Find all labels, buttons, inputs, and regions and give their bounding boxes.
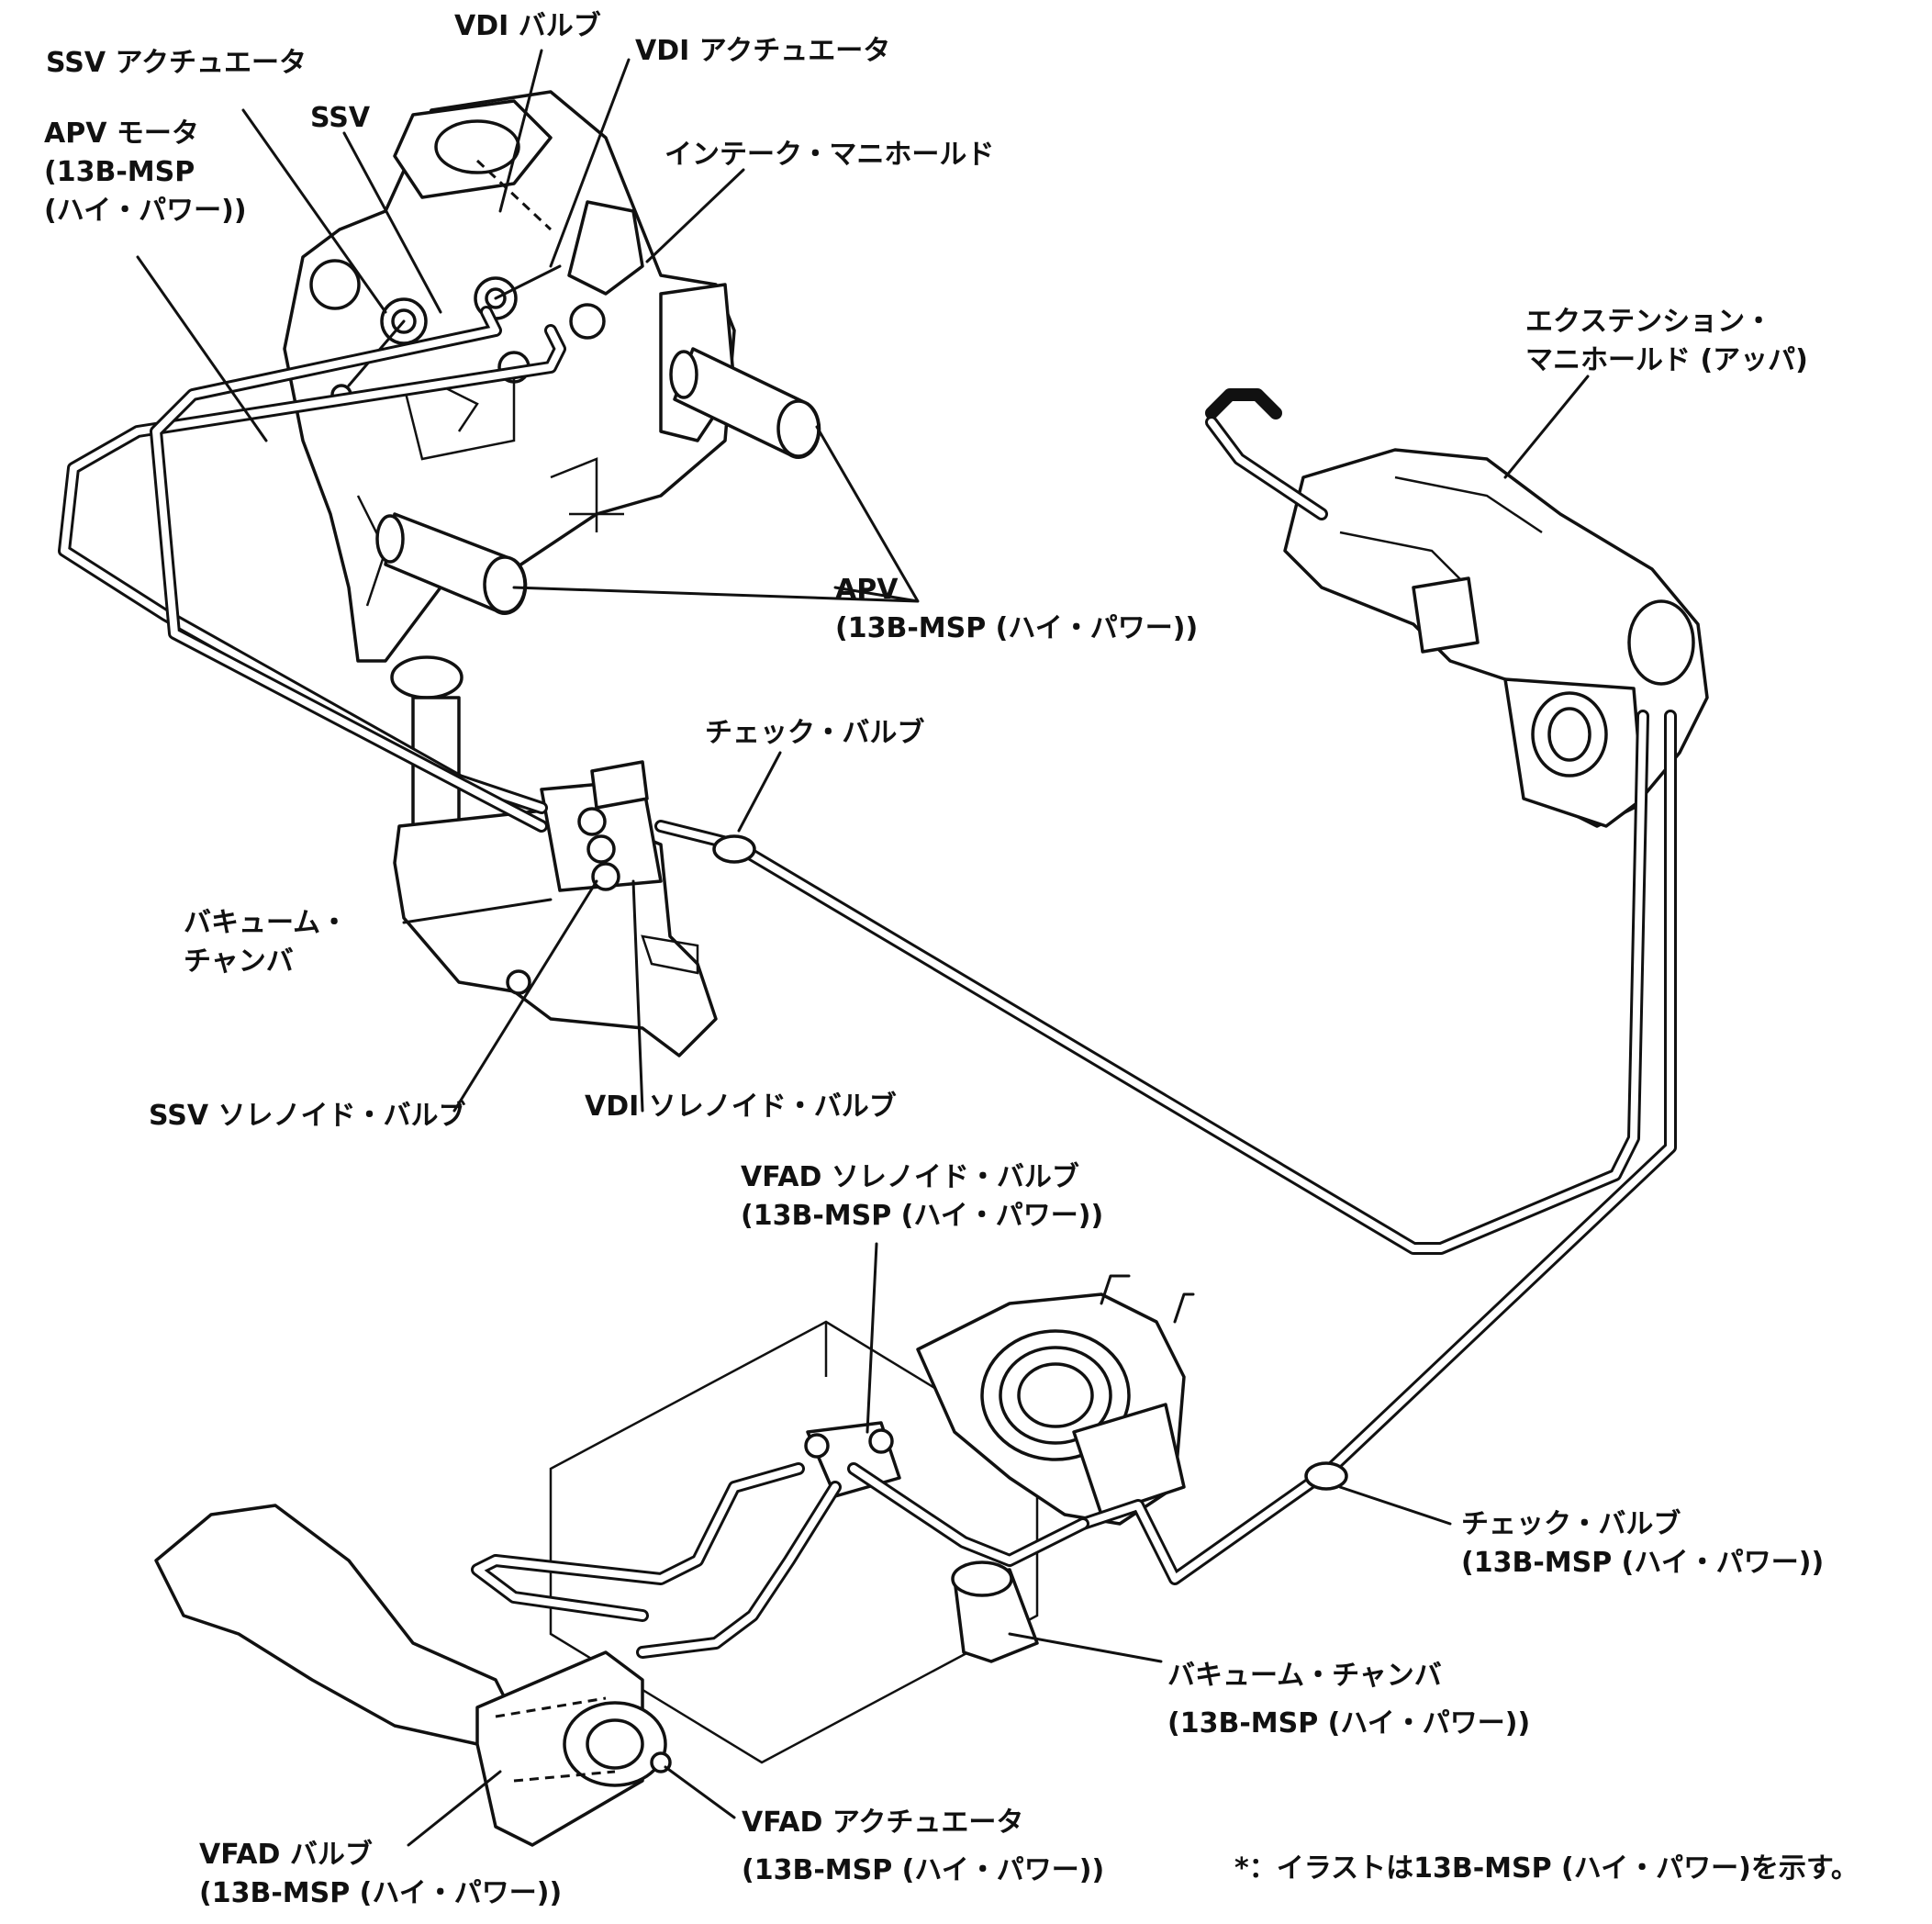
- label-extension-manifold: エクステンション・ マニホールド (アッパ): [1525, 303, 1808, 380]
- label-ssv: SSV: [310, 102, 371, 134]
- illustration-note: *：イラストは13B-MSP (ハイ・パワー)を示す。: [1234, 1852, 1859, 1885]
- intake-manifold-drawing: [283, 90, 821, 663]
- label-vfad-actuator-line2: (13B-MSP (ハイ・パワー)): [742, 1854, 1105, 1886]
- label-vacuum-chamber-lower-line1: バキューム・チャンバ: [1167, 1660, 1442, 1692]
- label-extension-manifold-line1: エクステンション・: [1525, 306, 1773, 338]
- label-vacuum-chamber-upper-line2: チャンバ: [184, 945, 294, 978]
- label-vfad-actuator-line1: VFAD アクチュエータ: [742, 1807, 1024, 1839]
- label-apv-motor-line3: (ハイ・パワー)): [44, 195, 247, 227]
- label-check-valve-upper: チェック・バルブ: [705, 717, 925, 749]
- extension-manifold-drawing: [1205, 388, 1709, 828]
- label-apv-motor-line2: (13B-MSP: [44, 156, 195, 188]
- throttle-body-drawing: [549, 1274, 1195, 1764]
- leader-lines: [136, 49, 1590, 1847]
- label-vacuum-chamber-upper-line1: バキューム・: [184, 907, 349, 939]
- label-vfad-valve: VFAD バルブ (13B-MSP (ハイ・パワー)): [199, 1836, 562, 1913]
- label-vacuum-chamber-upper: バキューム・ チャンバ: [184, 904, 348, 981]
- label-vfad-solenoid-valve-line2: (13B-MSP (ハイ・パワー)): [741, 1200, 1104, 1232]
- label-vacuum-chamber-lower-line2: (13B-MSP (ハイ・パワー)): [1167, 1707, 1531, 1739]
- label-apv: APV (13B-MSP (ハイ・パワー)): [835, 571, 1198, 648]
- label-vfad-actuator: VFAD アクチュエータ (13B-MSP (ハイ・パワー)): [742, 1799, 1104, 1895]
- label-vfad-valve-line2: (13B-MSP (ハイ・パワー)): [199, 1877, 563, 1909]
- label-apv-line1: APV: [835, 574, 899, 606]
- vfad-valve-drawing: [154, 1504, 672, 1847]
- label-vfad-valve-line1: VFAD バルブ: [199, 1839, 373, 1871]
- label-vfad-solenoid-valve: VFAD ソレノイド・バルブ (13B-MSP (ハイ・パワー)): [741, 1158, 1103, 1236]
- label-intake-manifold: インテーク・マニホールド: [664, 139, 995, 171]
- label-vdi-actuator: VDI アクチュエータ: [635, 35, 891, 67]
- label-extension-manifold-line2: マニホールド (アッパ): [1525, 344, 1808, 376]
- label-apv-motor-line1: APV モータ: [44, 117, 199, 150]
- label-apv-motor: APV モータ (13B-MSP (ハイ・パワー)): [44, 115, 247, 230]
- label-apv-line2: (13B-MSP (ハイ・パワー)): [835, 612, 1199, 644]
- vacuum-hoses: [58, 306, 1677, 1659]
- label-check-valve-lower: チェック・バルブ (13B-MSP (ハイ・パワー)): [1461, 1505, 1824, 1583]
- label-ssv-solenoid-valve: SSV ソレノイド・バルブ: [149, 1100, 466, 1132]
- label-vdi-solenoid-valve: VDI ソレノイド・バルブ: [585, 1091, 897, 1123]
- label-check-valve-lower-line2: (13B-MSP (ハイ・パワー)): [1461, 1547, 1825, 1579]
- vacuum-chamber-upper-drawing: [390, 655, 718, 1057]
- label-vacuum-chamber-lower: バキューム・チャンバ (13B-MSP (ハイ・パワー)): [1167, 1652, 1530, 1748]
- label-ssv-actuator: SSV アクチュエータ: [46, 47, 307, 79]
- label-check-valve-lower-line1: チェック・バルブ: [1461, 1508, 1681, 1540]
- label-vfad-solenoid-valve-line1: VFAD ソレノイド・バルブ: [741, 1161, 1079, 1193]
- label-vdi-valve: VDI バルブ: [454, 10, 601, 42]
- vacuum-chamber-lower-drawing: [804, 1421, 1039, 1663]
